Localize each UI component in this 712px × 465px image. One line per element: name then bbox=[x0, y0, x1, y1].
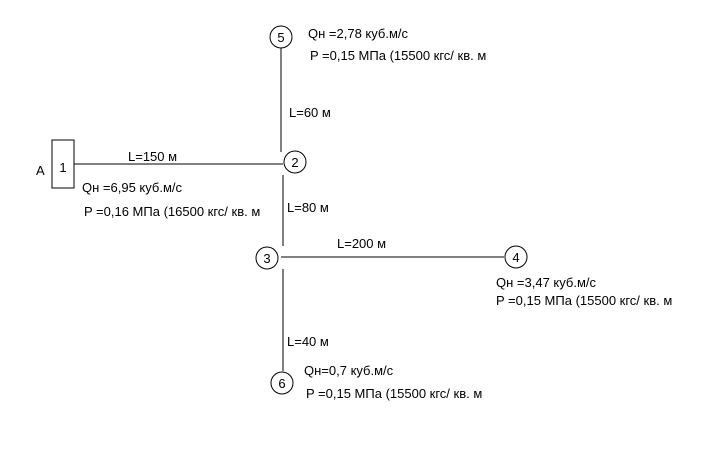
node-5-pressure: P =0,15 МПа (15500 кгс/ кв. м bbox=[310, 48, 486, 63]
node-1-flow: Qн =6,95 куб.м/с bbox=[82, 180, 182, 195]
node-2-label: 2 bbox=[291, 155, 298, 170]
node-5-circle bbox=[269, 25, 293, 49]
pipe-5-2-length: L=60 м bbox=[289, 105, 331, 120]
pipe-3-6-length: L=40 м bbox=[287, 334, 329, 349]
node-5-flow: Qн =2,78 куб.м/с bbox=[308, 26, 408, 41]
source-node-box bbox=[51, 139, 75, 189]
pipe-1-2-length: L=150 м bbox=[128, 149, 177, 164]
node-6-label: 6 bbox=[278, 376, 285, 391]
node-3-label: 3 bbox=[263, 251, 270, 266]
source-letter: A bbox=[36, 163, 45, 178]
node-1-pressure: P =0,16 МПа (16500 кгс/ кв. м bbox=[84, 204, 260, 219]
node-4-label: 4 bbox=[512, 250, 519, 265]
node-4-circle bbox=[504, 245, 528, 269]
node-6-circle bbox=[270, 371, 294, 395]
node-6-pressure: P =0,15 МПа (15500 кгс/ кв. м bbox=[306, 386, 482, 401]
node-2-circle bbox=[283, 150, 307, 174]
node-4-pressure: P =0,15 МПа (15500 кгс/ кв. м bbox=[496, 293, 672, 308]
source-node-number: 1 bbox=[59, 160, 66, 175]
node-5-label: 5 bbox=[277, 30, 284, 45]
pipe-3-4-length: L=200 м bbox=[337, 236, 386, 251]
node-3-circle bbox=[255, 246, 279, 270]
pipe-2-3-length: L=80 м bbox=[287, 200, 329, 215]
node-6-flow: Qн=0,7 куб.м/с bbox=[304, 363, 394, 378]
node-4-flow: Qн =3,47 куб.м/с bbox=[496, 275, 596, 290]
